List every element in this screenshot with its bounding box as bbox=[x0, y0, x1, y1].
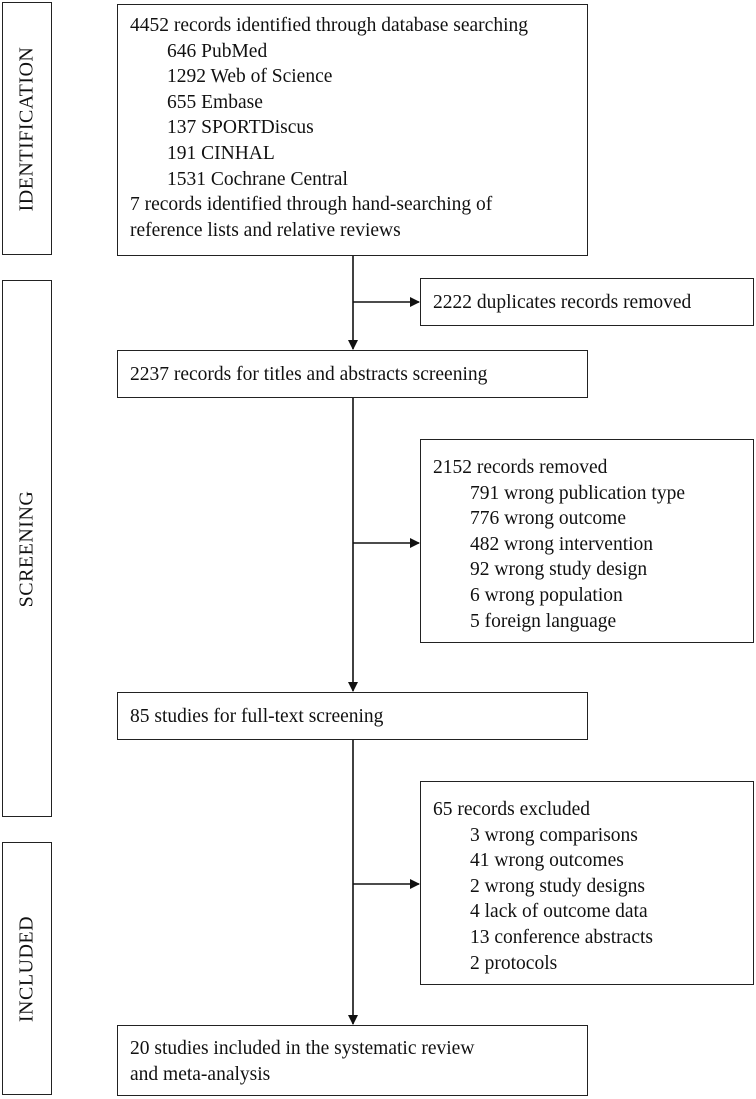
stage-identification: IDENTIFICATION bbox=[2, 2, 52, 255]
duplicates-box: 2222 duplicates records removed bbox=[420, 278, 754, 326]
stage-screening: SCREENING bbox=[2, 280, 52, 817]
title-abstract-screening-text: 2237 records for titles and abstracts sc… bbox=[130, 364, 488, 385]
exclusion-reason: 41 wrong outcomes bbox=[470, 850, 624, 872]
exclusion-reason: 4 lack of outcome data bbox=[470, 901, 648, 923]
records-removed-title: 2152 records removed bbox=[433, 457, 608, 478]
full-text-screening-text: 85 studies for full-text screening bbox=[130, 706, 384, 727]
records-excluded-box: 65 records excluded 3 wrong comparisons … bbox=[420, 781, 754, 985]
database-item: 191 CINHAL bbox=[167, 142, 275, 164]
exclusion-reason: 2 wrong study designs bbox=[470, 875, 645, 897]
full-text-screening-box: 85 studies for full-text screening bbox=[117, 692, 588, 740]
database-item: 655 Embase bbox=[167, 91, 263, 113]
database-item: 1292 Web of Science bbox=[167, 66, 333, 88]
removal-reason: 6 wrong population bbox=[470, 584, 623, 606]
stage-included: INCLUDED bbox=[2, 842, 52, 1095]
removal-reason: 791 wrong publication type bbox=[470, 482, 686, 504]
removal-reason: 776 wrong outcome bbox=[470, 508, 626, 530]
records-excluded-title: 65 records excluded bbox=[433, 799, 591, 820]
title-abstract-screening-box: 2237 records for titles and abstracts sc… bbox=[117, 350, 588, 398]
database-item: 1531 Cochrane Central bbox=[167, 168, 348, 190]
removal-reason: 92 wrong study design bbox=[470, 559, 648, 581]
hand-search-line: reference lists and relative reviews bbox=[130, 219, 401, 241]
exclusion-reason: 2 protocols bbox=[470, 952, 558, 974]
database-item: 646 PubMed bbox=[167, 40, 268, 62]
removal-reason: 5 foreign language bbox=[470, 610, 617, 632]
exclusion-reason: 3 wrong comparisons bbox=[470, 824, 638, 846]
included-studies-line: 20 studies included in the systematic re… bbox=[130, 1038, 475, 1059]
included-studies-line: and meta-analysis bbox=[130, 1063, 271, 1085]
database-search-line: 4452 records identified through database… bbox=[130, 15, 528, 36]
removal-reason: 482 wrong intervention bbox=[470, 533, 654, 555]
database-item: 137 SPORTDiscus bbox=[167, 117, 314, 139]
hand-search-line: 7 records identified through hand-search… bbox=[130, 194, 493, 216]
duplicates-text: 2222 duplicates records removed bbox=[433, 292, 692, 313]
exclusion-reason: 13 conference abstracts bbox=[470, 926, 653, 948]
included-studies-box: 20 studies included in the systematic re… bbox=[117, 1025, 588, 1096]
identification-box: 4452 records identified through database… bbox=[117, 4, 588, 256]
records-removed-box: 2152 records removed 791 wrong publicati… bbox=[420, 439, 754, 643]
